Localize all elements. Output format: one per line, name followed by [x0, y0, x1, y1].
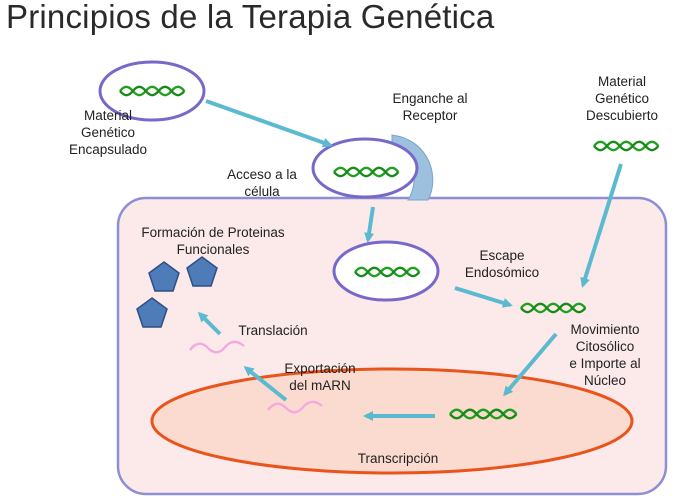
- vesicle-encapsulated: [98, 60, 206, 122]
- protein-pentagon-2: [186, 256, 218, 287]
- label-cytosolic-movement: Movimiento Citosólico e Importe al Núcle…: [569, 322, 641, 388]
- arrows: [197, 99, 623, 421]
- arrow-endosomal-escape: [454, 286, 513, 308]
- label-transcription: Transcripción: [357, 451, 439, 466]
- endosome: [332, 240, 440, 302]
- label-protein-formation: Formación de Proteinas Funcionales: [141, 225, 285, 257]
- label-cell-access: Acceso a la célula: [227, 167, 297, 199]
- dna-strand-naked: [592, 140, 660, 152]
- arrow-translation: [197, 311, 222, 336]
- arrow-into-cell: [364, 206, 375, 243]
- label-naked-material: Material Genético Descubierto: [585, 74, 659, 123]
- page-title: Principios de la Terapia Genética: [6, 0, 495, 35]
- label-mrna-export: Exportación del mARN: [284, 361, 356, 393]
- arrow-to-receptor: [205, 99, 333, 148]
- arrow-export: [243, 366, 288, 402]
- label-endosomal-escape: Escape Endosómico: [464, 248, 540, 280]
- label-translation: Translación: [238, 323, 308, 338]
- label-receptor-binding: Enganche al Receptor: [392, 91, 468, 123]
- arrow-to-nucleus: [503, 332, 558, 397]
- protein-pentagon-1: [148, 261, 180, 292]
- protein-pentagon-3: [136, 297, 168, 328]
- arrow-naked-entry: [580, 163, 623, 288]
- label-encapsulated-material: Material Genético Encapsulado: [68, 108, 148, 157]
